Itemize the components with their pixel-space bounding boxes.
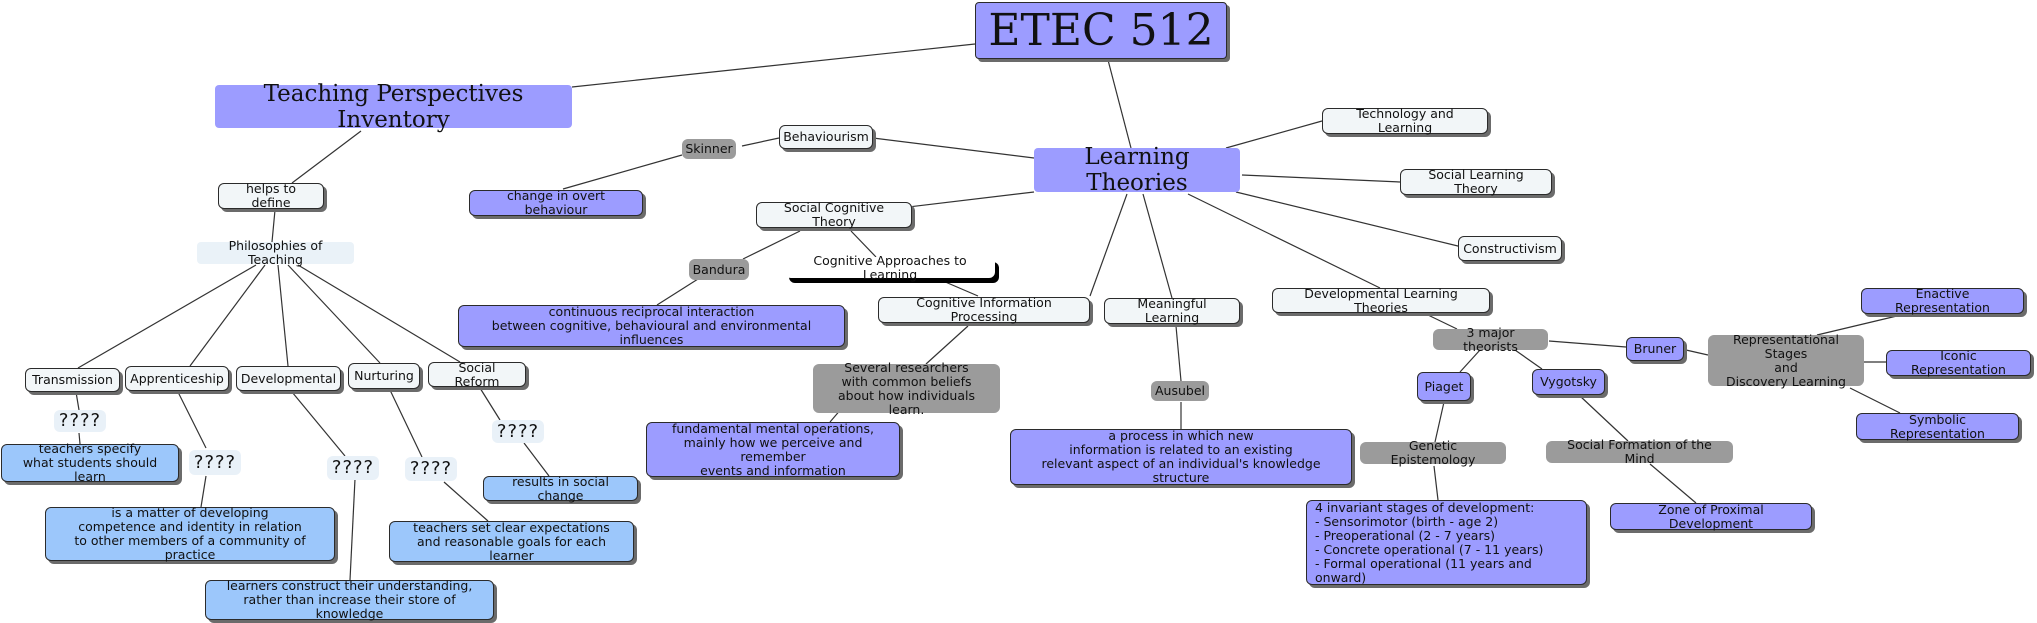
edge-philos-socialreform <box>297 264 461 363</box>
edge-q-developing <box>200 475 207 508</box>
edge-piaget-genetic <box>1434 401 1445 443</box>
edge-genetic-stages <box>1433 465 1439 501</box>
enactive-representation-node[interactable]: Enactive Representation <box>1861 287 2024 315</box>
vygotsky-node[interactable]: Vygotsky <box>1532 369 1605 395</box>
edge-philos-developmental <box>277 264 289 367</box>
learners-construct-node[interactable]: learners construct their understanding, … <box>205 579 494 621</box>
edge-lt-constructivism <box>1235 191 1463 248</box>
edge-socialreform-q <box>479 387 501 421</box>
learning-theories-node[interactable]: Learning Theories <box>1034 144 1240 196</box>
edge-three-vygotsky <box>1514 349 1543 370</box>
cognitive-approaches-node[interactable]: Cognitive Approaches to Learning <box>785 253 995 281</box>
edge-q-socialchange <box>523 442 550 477</box>
edge-philos-nurturing <box>287 264 381 364</box>
edge-lt-tech <box>1225 120 1323 149</box>
fundamental-mental-operations-node[interactable]: fundamental mental operations, mainly ho… <box>646 421 900 477</box>
apprenticeship-node[interactable]: Apprenticeship <box>125 366 229 391</box>
edge-social-zpd <box>1649 463 1697 504</box>
skinner-node[interactable]: Skinner <box>682 139 736 159</box>
edge-tpi-helps <box>291 130 362 184</box>
bandura-node[interactable]: Bandura <box>689 259 749 280</box>
cognitive-information-processing-node[interactable]: Cognitive Information Processing <box>878 296 1090 324</box>
social-reform-node[interactable]: Social Reform <box>428 360 526 388</box>
representational-stages-node[interactable]: Representational Stages and Discovery Le… <box>1708 332 1864 388</box>
overt-behaviour-node[interactable]: change in overt behaviour <box>469 189 643 217</box>
edge-q-expect <box>443 481 489 522</box>
symbolic-representation-node[interactable]: Symbolic Representation <box>1856 412 2019 440</box>
edge-philos-apprenticeship <box>189 264 266 367</box>
apprenticeship-unknown-node[interactable]: ???? <box>189 450 241 475</box>
philosophies-of-teaching-node[interactable]: Philosophies of Teaching <box>197 239 354 267</box>
developmental-node[interactable]: Developmental <box>236 366 341 391</box>
edge-behaviourism-skinner <box>741 137 780 147</box>
meaningful-learning-node[interactable]: Meaningful Learning <box>1104 297 1240 325</box>
edge-lt-cip <box>1089 193 1128 297</box>
iconic-representation-node[interactable]: Iconic Representation <box>1886 349 2031 377</box>
several-researchers-node[interactable]: Several researchers with common beliefs … <box>813 360 1000 416</box>
developmental-learning-theories-node[interactable]: Developmental Learning Theories <box>1272 286 1490 314</box>
edge-apprenticeship-q <box>177 391 207 449</box>
edge-etec-tpi <box>571 43 976 88</box>
edge-rep-symbolic <box>1849 387 1901 414</box>
edge-bandura-reciprocal <box>656 278 699 306</box>
social-cognitive-theory-node[interactable]: Social Cognitive Theory <box>756 201 912 229</box>
social-reform-unknown-node[interactable]: ???? <box>492 420 544 443</box>
helps-to-define-node[interactable]: helps to define <box>218 182 324 210</box>
edge-lt-dlt <box>1187 193 1381 289</box>
stages-of-development-node[interactable]: 4 invariant stages of development: - Sen… <box>1306 500 1587 585</box>
behaviourism-node[interactable]: Behaviourism <box>779 125 873 149</box>
edge-developmental-q <box>291 391 346 457</box>
social-learning-theory-node[interactable]: Social Learning Theory <box>1400 168 1552 196</box>
community-of-practice-node[interactable]: is a matter of developing competence and… <box>45 506 335 562</box>
constructivism-node[interactable]: Constructivism <box>1458 236 1562 261</box>
teachers-set-expectations-node[interactable]: teachers set clear expectations and reas… <box>389 520 634 562</box>
three-major-theorists-node[interactable]: 3 major theorists <box>1433 325 1548 353</box>
nurturing-unknown-node[interactable]: ???? <box>405 457 457 481</box>
edge-transmission-q <box>75 391 80 411</box>
edge-nurturing-q <box>389 389 423 458</box>
piaget-node[interactable]: Piaget <box>1417 372 1471 401</box>
edge-cal-cip <box>935 277 979 297</box>
edge-q-specify <box>78 432 81 445</box>
edge-meaningful-ausubel <box>1175 325 1182 382</box>
social-change-node[interactable]: results in social change <box>483 474 638 502</box>
transmission-unknown-node[interactable]: ???? <box>54 410 106 432</box>
edge-three-piaget <box>1459 349 1481 373</box>
teachers-specify-node[interactable]: teachers specify what students should le… <box>1 442 179 484</box>
edge-rep-enactive <box>1816 314 1902 336</box>
bruner-node[interactable]: Bruner <box>1626 337 1684 361</box>
edge-skinner-overt <box>562 154 683 190</box>
developmental-unknown-node[interactable]: ???? <box>327 456 379 480</box>
edge-dlt-three <box>1427 314 1458 330</box>
edge-etec-lt <box>1107 59 1132 149</box>
ausubel-node[interactable]: Ausubel <box>1151 381 1209 401</box>
edge-vygotsky-social <box>1579 395 1629 442</box>
edge-lt-meaningful <box>1142 193 1173 299</box>
edge-bruner-rep <box>1685 349 1709 356</box>
edge-lt-slt <box>1241 174 1401 183</box>
technology-and-learning-node[interactable]: Technology and Learning <box>1322 107 1488 135</box>
edge-q-learners <box>349 478 356 581</box>
knowledge-structure-node[interactable]: a process in which new information is re… <box>1010 429 1352 485</box>
edge-sct-bandura <box>742 230 801 260</box>
edge-philos-transmission <box>77 264 257 369</box>
edge-helps-philos <box>271 209 276 243</box>
edge-sct-cal <box>850 230 877 258</box>
nurturing-node[interactable]: Nurturing <box>348 363 420 389</box>
zpd-node[interactable]: Zone of Proximal Development <box>1610 502 1812 530</box>
transmission-node[interactable]: Transmission <box>25 368 120 392</box>
edge-lt-behaviourism <box>872 137 1035 159</box>
etec-512-node[interactable]: ETEC 512 <box>975 2 1227 59</box>
genetic-epistemology-node[interactable]: Genetic Epistemology <box>1360 439 1506 467</box>
edge-cip-several <box>925 325 969 365</box>
edge-three-bruner <box>1548 340 1627 348</box>
social-formation-node[interactable]: Social Formation of the Mind <box>1546 438 1733 466</box>
reciprocal-interaction-node[interactable]: continuous reciprocal interaction betwee… <box>458 305 845 347</box>
teaching-perspectives-inventory-node[interactable]: Teaching Perspectives Inventory <box>215 81 572 133</box>
